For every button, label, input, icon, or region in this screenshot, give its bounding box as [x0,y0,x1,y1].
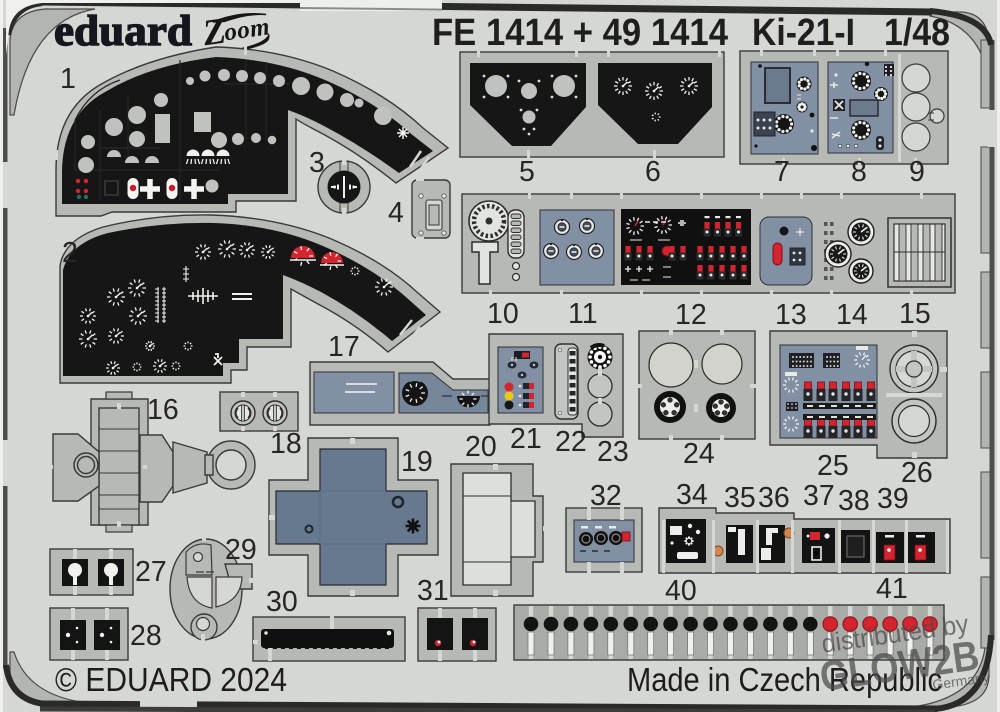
svg-text:© EDUARD 2024: © EDUARD 2024 [55,661,287,698]
svg-text:15: 15 [899,298,931,330]
svg-text:9: 9 [909,156,925,188]
svg-text:FE 1414 + 49 1414: FE 1414 + 49 1414 [432,12,728,54]
svg-text:32: 32 [590,480,622,512]
svg-text:19: 19 [401,446,433,478]
svg-text:16: 16 [147,394,179,426]
svg-text:1: 1 [60,63,76,95]
svg-text:30: 30 [266,586,298,618]
svg-text:4: 4 [388,197,404,229]
svg-text:12: 12 [675,299,707,331]
svg-text:29: 29 [225,534,257,566]
svg-text:25: 25 [817,450,849,482]
svg-text:28: 28 [130,620,162,652]
svg-text:20: 20 [465,431,497,463]
svg-text:21: 21 [510,423,542,455]
svg-text:13: 13 [775,299,807,331]
svg-text:35: 35 [724,482,756,514]
svg-text:5: 5 [519,156,535,188]
svg-text:18: 18 [270,428,302,460]
svg-text:11: 11 [568,298,598,330]
svg-text:41: 41 [876,573,908,605]
svg-text:34: 34 [676,479,708,511]
svg-text:10: 10 [487,298,519,330]
svg-text:6: 6 [645,156,661,188]
svg-text:38: 38 [838,485,870,517]
svg-text:24: 24 [683,438,715,470]
svg-text:40: 40 [665,575,697,607]
svg-text:3: 3 [309,147,325,179]
svg-text:23: 23 [597,436,629,468]
svg-text:26: 26 [901,457,933,489]
svg-text:1/48: 1/48 [884,12,950,54]
svg-text:39: 39 [877,483,909,515]
svg-text:8: 8 [851,156,867,188]
svg-text:Germany: Germany [931,669,990,693]
svg-text:Made in Czech Republic: Made in Czech Republic [627,661,942,698]
svg-text:36: 36 [758,482,790,514]
svg-text:27: 27 [135,556,167,588]
svg-text:17: 17 [328,331,360,363]
svg-text:37: 37 [803,480,835,512]
svg-text:eduard: eduard [54,8,192,55]
svg-text:14: 14 [836,299,868,331]
svg-text:22: 22 [555,426,587,458]
svg-text:Ki-21-I: Ki-21-I [752,12,855,54]
svg-text:7: 7 [774,156,790,188]
svg-text:2: 2 [62,237,78,269]
svg-text:31: 31 [417,575,449,607]
